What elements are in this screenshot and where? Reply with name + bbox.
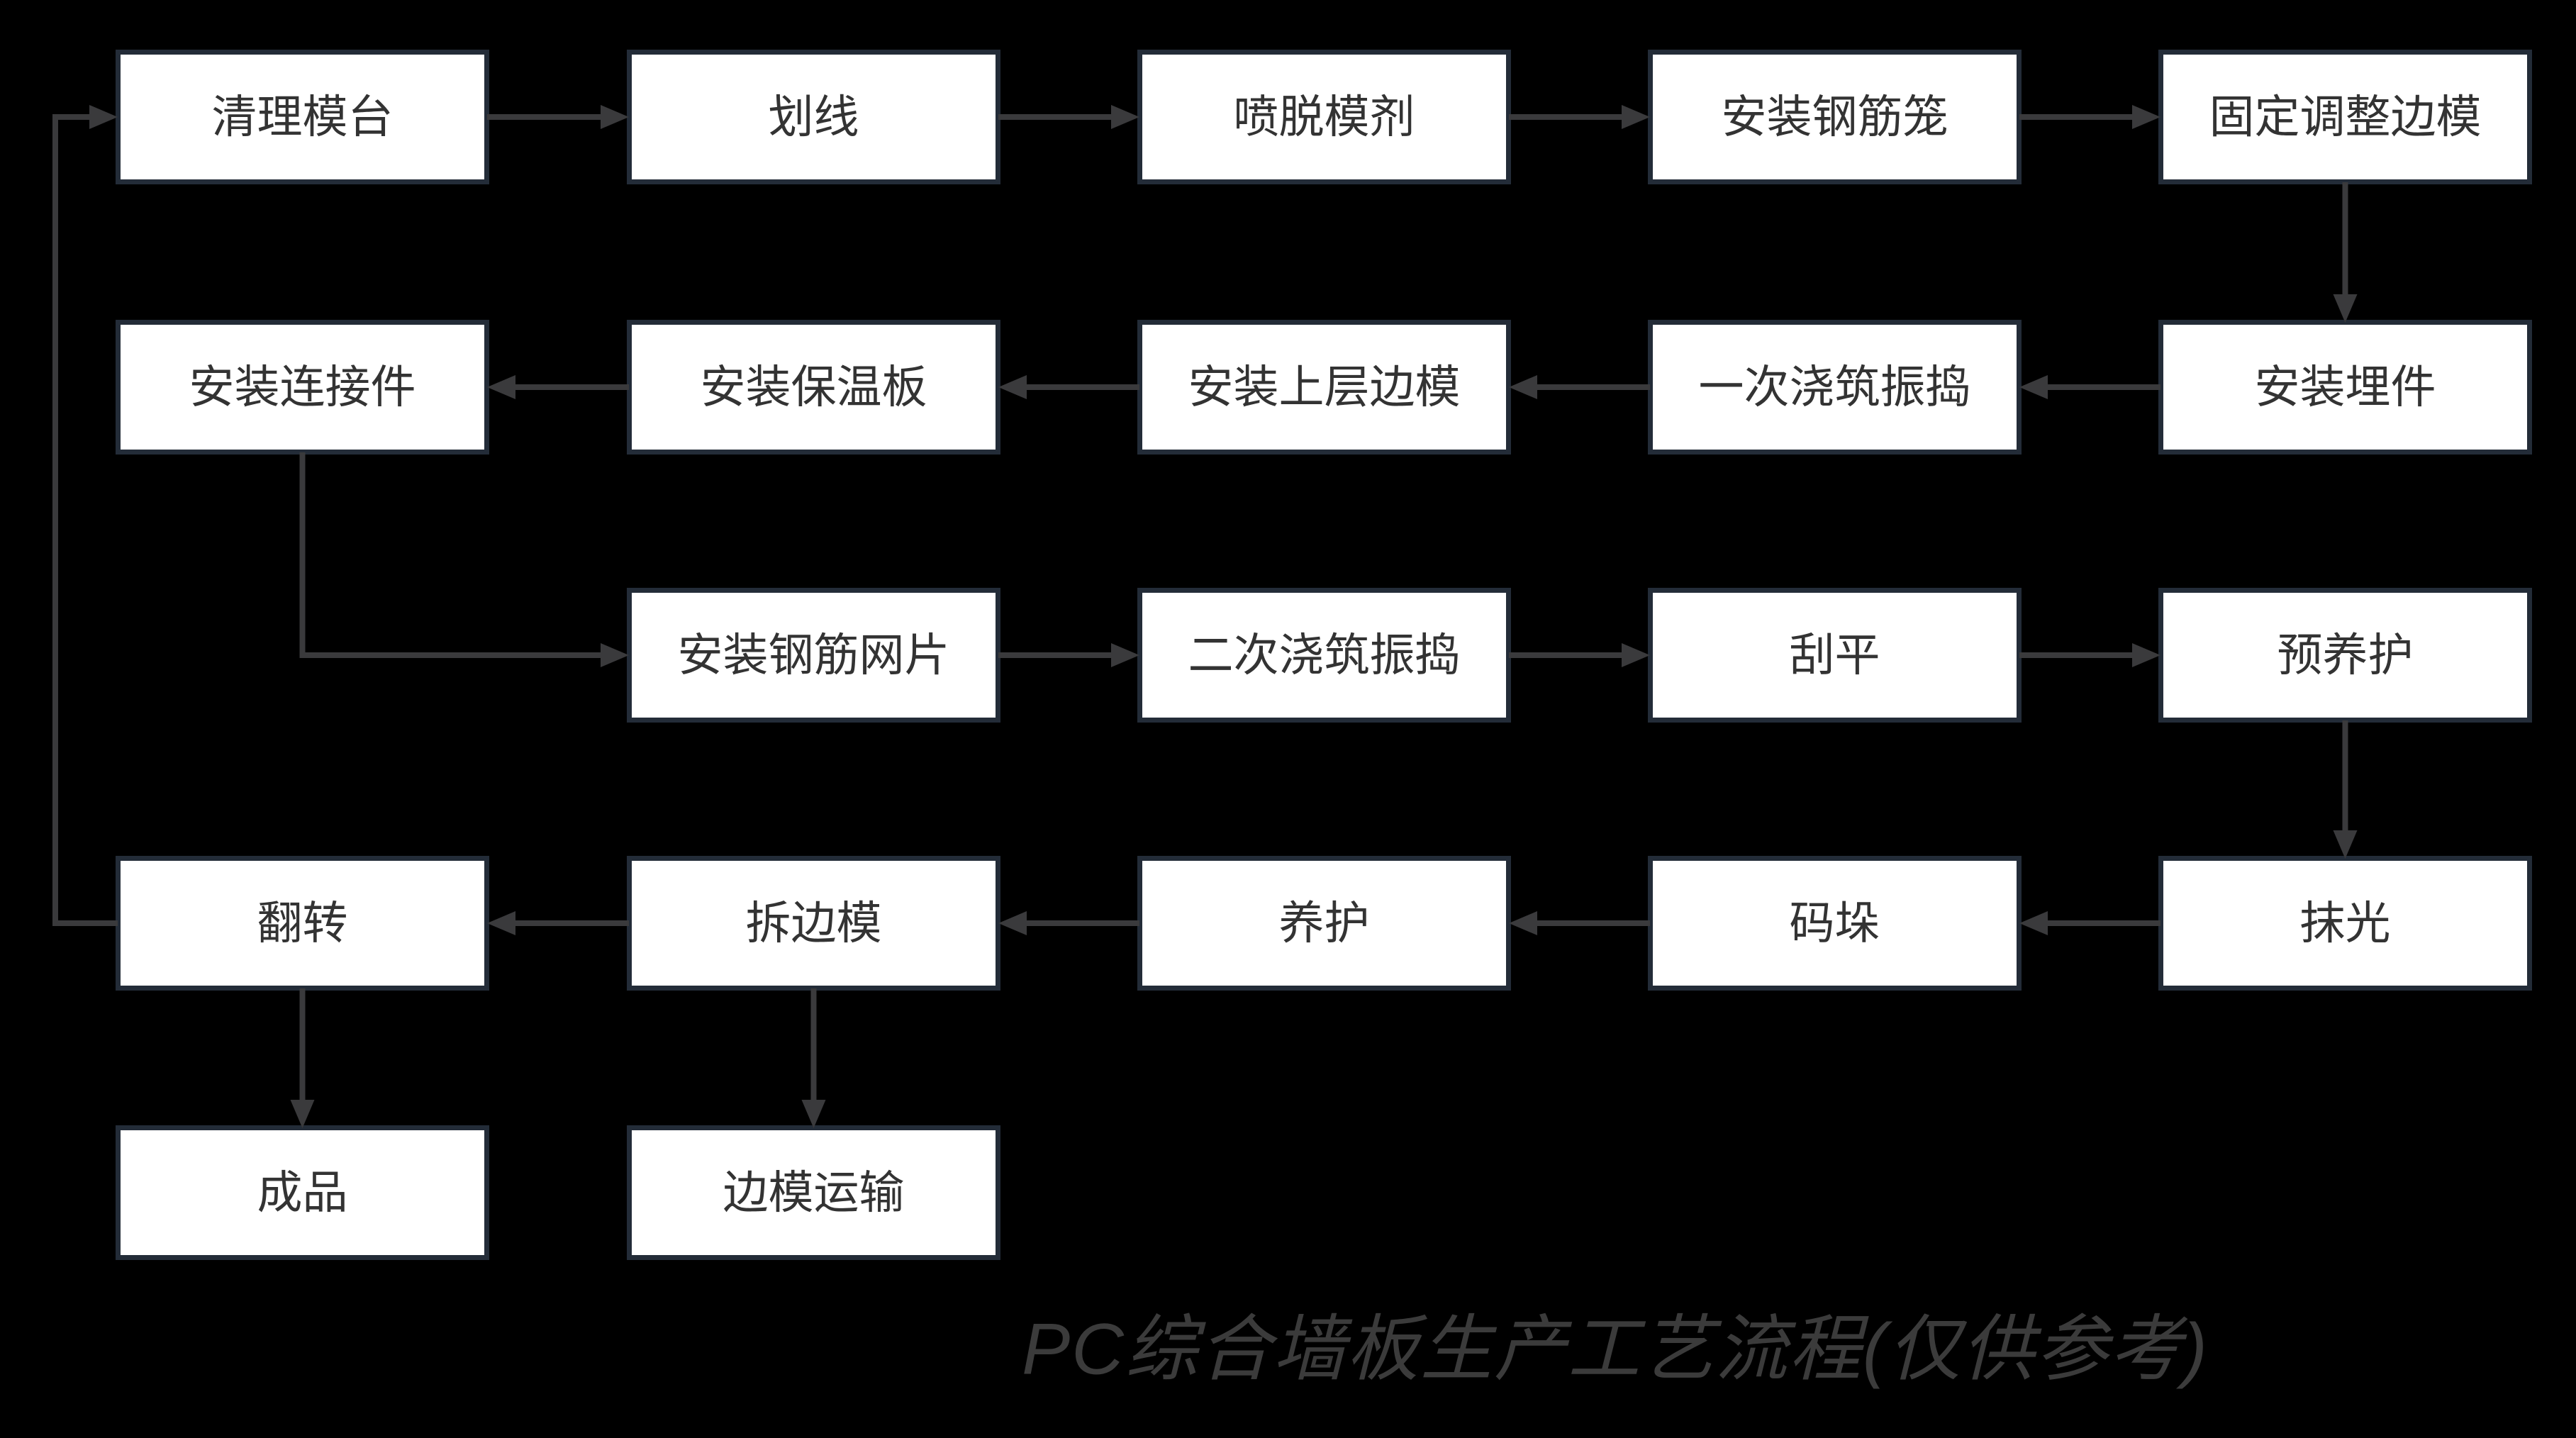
flow-node-label: 安装保温板 — [700, 362, 927, 413]
flow-node-label: 边模运输 — [723, 1167, 905, 1218]
flow-node-label: 养护 — [1278, 898, 1370, 949]
flow-node-guding-tiaozheng: 固定调整边模 — [2158, 50, 2532, 184]
flow-node-label: 翻转 — [257, 898, 348, 949]
flow-node-label: 清理模台 — [211, 91, 394, 143]
flow-node-erci-jiaozhu: 二次浇筑振捣 — [1137, 588, 1511, 723]
flow-node-label: 安装钢筋笼 — [1721, 91, 1948, 143]
flow-node-label: 一次浇筑振捣 — [1698, 362, 1971, 413]
flow-node-label: 二次浇筑振捣 — [1188, 630, 1461, 681]
flow-node-chai-bianmo: 拆边模 — [627, 856, 1000, 991]
flow-node-pen-tuomoji: 喷脱模剂 — [1137, 50, 1511, 184]
flow-node-label: 安装埋件 — [2254, 362, 2436, 413]
flow-node-label: 预养护 — [2277, 630, 2414, 681]
flow-node-anzhuang-maijian: 安装埋件 — [2158, 320, 2532, 455]
flow-node-anzhuang-baowenban: 安装保温板 — [627, 320, 1000, 455]
flow-node-anzhuang-shangceng: 安装上层边模 — [1137, 320, 1511, 455]
diagram-title: PC综合墙板生产工艺流程(仅供参考) — [1022, 1308, 2209, 1390]
flow-node-anzhuang-gangjinlong: 安装钢筋笼 — [1648, 50, 2022, 184]
flow-node-qingli-motai: 清理模台 — [116, 50, 489, 184]
flow-node-yu-yanghu: 预养护 — [2158, 588, 2532, 723]
flow-node-label: 安装上层边模 — [1188, 362, 1461, 413]
flow-node-label: 码垛 — [1789, 898, 1880, 949]
flow-node-anzhuang-wangpian: 安装钢筋网片 — [627, 588, 1000, 723]
flow-node-huaxian: 划线 — [627, 50, 1000, 184]
flow-node-yanghu: 养护 — [1137, 856, 1511, 991]
flow-node-label: 安装连接件 — [189, 362, 416, 413]
flow-node-moguang: 抹光 — [2158, 856, 2532, 991]
flow-node-anzhuang-lianjiejian: 安装连接件 — [116, 320, 489, 455]
flow-node-label: 拆边模 — [745, 898, 882, 949]
flow-node-bianmo-yunshu: 边模运输 — [627, 1125, 1000, 1260]
flow-node-label: 抹光 — [2299, 898, 2391, 949]
flow-node-label: 划线 — [768, 91, 859, 143]
flow-node-label: 成品 — [257, 1167, 348, 1218]
flow-node-label: 喷脱模剂 — [1233, 91, 1415, 143]
flow-node-label: 固定调整边模 — [2209, 91, 2482, 143]
flow-node-guaping: 刮平 — [1648, 588, 2022, 723]
flow-node-maduo: 码垛 — [1648, 856, 2022, 991]
flow-node-chengpin: 成品 — [116, 1125, 489, 1260]
flow-node-label: 刮平 — [1789, 630, 1880, 681]
flow-node-label: 安装钢筋网片 — [677, 630, 950, 681]
flow-node-fanzhuan: 翻转 — [116, 856, 489, 991]
flow-node-yici-jiaozhu: 一次浇筑振捣 — [1648, 320, 2022, 455]
